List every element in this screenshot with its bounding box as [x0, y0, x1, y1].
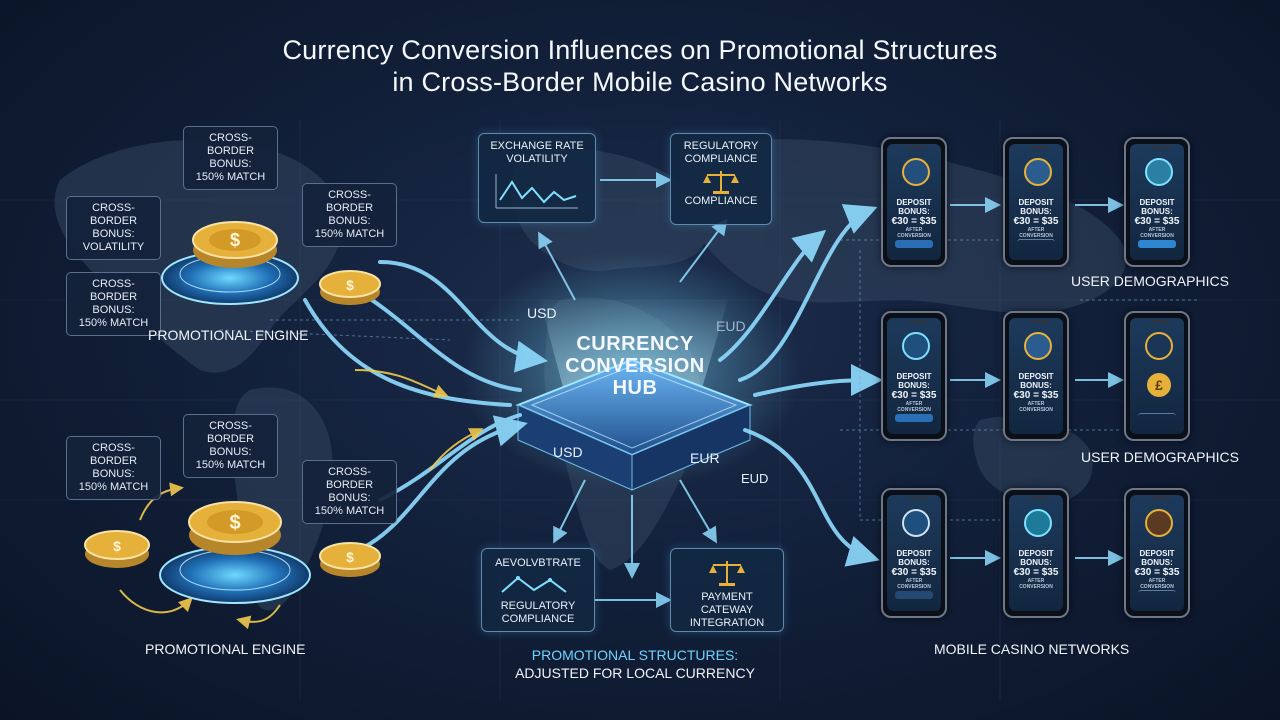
title-line-2: in Cross-Border Mobile Casino Networks	[392, 67, 888, 97]
promotional-engine-label: PROMOTIONAL ENGINE	[148, 327, 309, 343]
dollar-chip-icon: $	[319, 270, 381, 305]
svg-text:$: $	[230, 230, 240, 250]
scale-icon	[703, 171, 739, 194]
currency-conversion-hub-title: CURRENCY CONVERSION HUB	[565, 333, 705, 399]
user-demographics-label: USER DEMOGRAPHICS	[1081, 449, 1239, 465]
dollar-chip-icon: $	[188, 501, 282, 555]
mobile-casino-networks-label: MOBILE CASINO NETWORKS	[934, 641, 1130, 657]
mobile-phone: £	[1124, 311, 1190, 441]
pound-coin-icon: £	[1147, 373, 1171, 397]
user-avatar-icon	[1145, 509, 1173, 537]
dollar-chip-icon: $	[84, 530, 150, 568]
promotional-engine-bottom-graphic: $	[159, 501, 311, 604]
svg-text:$: $	[113, 538, 121, 554]
exchange-rate-volatility-box: EXCHANGE RATE VOLATILITY	[478, 133, 596, 223]
eud-label: EUD	[716, 318, 746, 334]
scale-icon	[709, 561, 745, 586]
regulatory-compliance-box: AEVOLVBTRATE REGULATORY COMPLIANCE	[481, 548, 595, 632]
promotional-engine-label: PROMOTIONAL ENGINE	[145, 641, 306, 657]
svg-text:$: $	[346, 277, 354, 293]
conversion-hub-platform	[515, 358, 753, 491]
svg-text:$: $	[346, 549, 354, 565]
svg-text:$: $	[229, 512, 240, 534]
user-avatar-icon	[1145, 158, 1173, 186]
user-avatar-icon	[1024, 332, 1052, 360]
lock-icon	[902, 509, 930, 537]
promotional-engine-top-graphic: $	[161, 221, 299, 305]
usd-base-label: USD	[553, 444, 583, 460]
promotional-structures-caption: PROMOTIONAL STRUCTURES: ADJUSTED FOR LOC…	[515, 647, 755, 681]
user-avatar-icon	[1024, 158, 1052, 186]
network-line-icon	[501, 576, 567, 593]
title-line-1: Currency Conversion Influences on Promot…	[282, 35, 998, 65]
dollar-chip-icon: $	[319, 542, 381, 577]
user-demographics-label: USER DEMOGRAPHICS	[1071, 273, 1229, 289]
volatility-line-icon	[495, 174, 578, 209]
diagram-title: Currency Conversion Influences on Promot…	[0, 34, 1280, 98]
user-avatar-icon	[902, 158, 930, 186]
payment-gateway-box: PAYMENT CATEWAY INTEGRATION	[670, 548, 784, 632]
usd-label: USD	[527, 305, 557, 321]
dollar-chip-icon: $	[192, 221, 278, 268]
eud-side-label: EUD	[741, 471, 769, 486]
regulatory-compliance-box: REGULATORY COMPLIANCE COMPLIANCE	[670, 133, 772, 225]
yen-coin-icon	[1145, 332, 1173, 360]
eur-base-label: EUR	[690, 450, 720, 466]
network-icon	[902, 332, 930, 360]
pound-coin-icon	[1024, 509, 1052, 537]
